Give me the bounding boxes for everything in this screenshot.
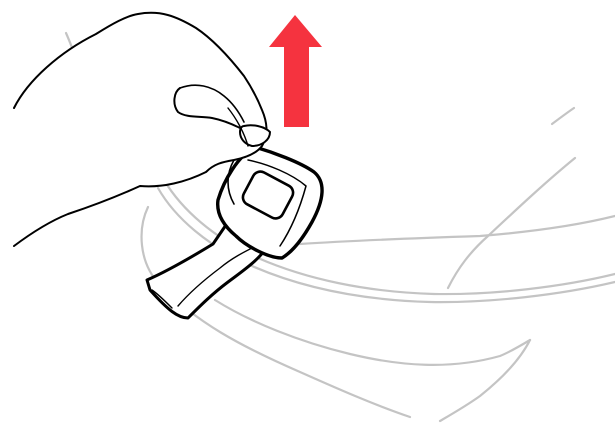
shell-bottom-curve [440,340,530,421]
shell-inner-diagonal [448,158,575,288]
shell-inner-short [552,108,574,124]
arrow-up-icon [269,15,322,127]
shell-inner-ridge [300,216,615,244]
